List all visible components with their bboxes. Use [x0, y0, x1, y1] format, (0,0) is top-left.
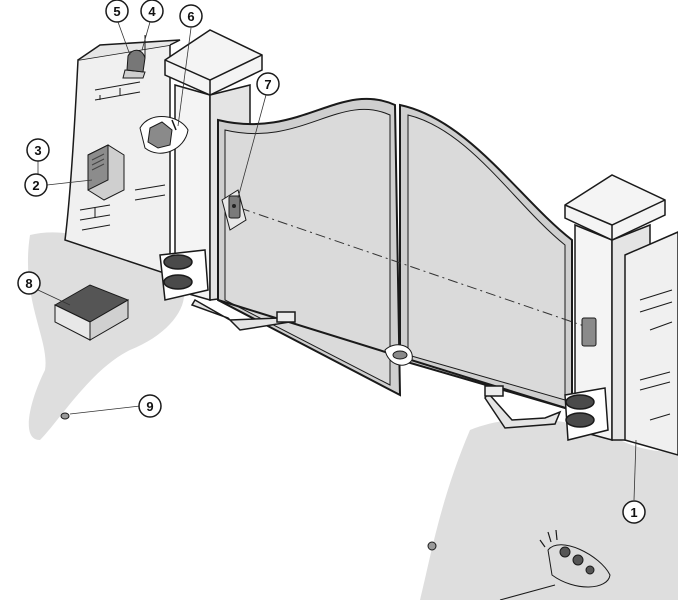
callout-label: 8 [25, 276, 32, 291]
callout-4: 4 [140, 0, 164, 23]
motor-left [159, 249, 296, 331]
key-selector [139, 115, 189, 154]
callout-label: 7 [264, 77, 271, 92]
callout-label: 6 [187, 9, 194, 24]
callout-1: 1 [622, 500, 646, 524]
photocell-left [221, 189, 247, 231]
remote-control [499, 529, 611, 600]
callout-3: 3 [26, 138, 50, 162]
callout-label: 1 [630, 505, 637, 520]
photocell-right [581, 317, 597, 347]
callout-label: 4 [148, 4, 156, 19]
callout-2: 2 [24, 173, 48, 197]
control-box [87, 144, 125, 201]
ground-shadow [27, 232, 678, 600]
ground-stone-left [60, 412, 70, 420]
gate-stop [384, 344, 413, 366]
junction-box [53, 284, 130, 341]
callout-6: 6 [179, 4, 203, 28]
callout-8: 8 [17, 271, 41, 295]
motor-right [484, 385, 609, 441]
callout-9: 9 [138, 394, 162, 418]
ground-stone-right [427, 541, 437, 551]
gate [217, 97, 573, 412]
callout-7: 7 [256, 72, 280, 96]
callout-label: 2 [32, 178, 39, 193]
callout-5: 5 [105, 0, 129, 23]
callouts: 1 2 3 4 5 6 7 8 [17, 0, 646, 524]
right-wall [624, 231, 678, 456]
callout-label: 9 [146, 399, 153, 414]
callout-label: 5 [113, 4, 120, 19]
callout-label: 3 [34, 143, 41, 158]
photocell-beam [239, 207, 591, 329]
